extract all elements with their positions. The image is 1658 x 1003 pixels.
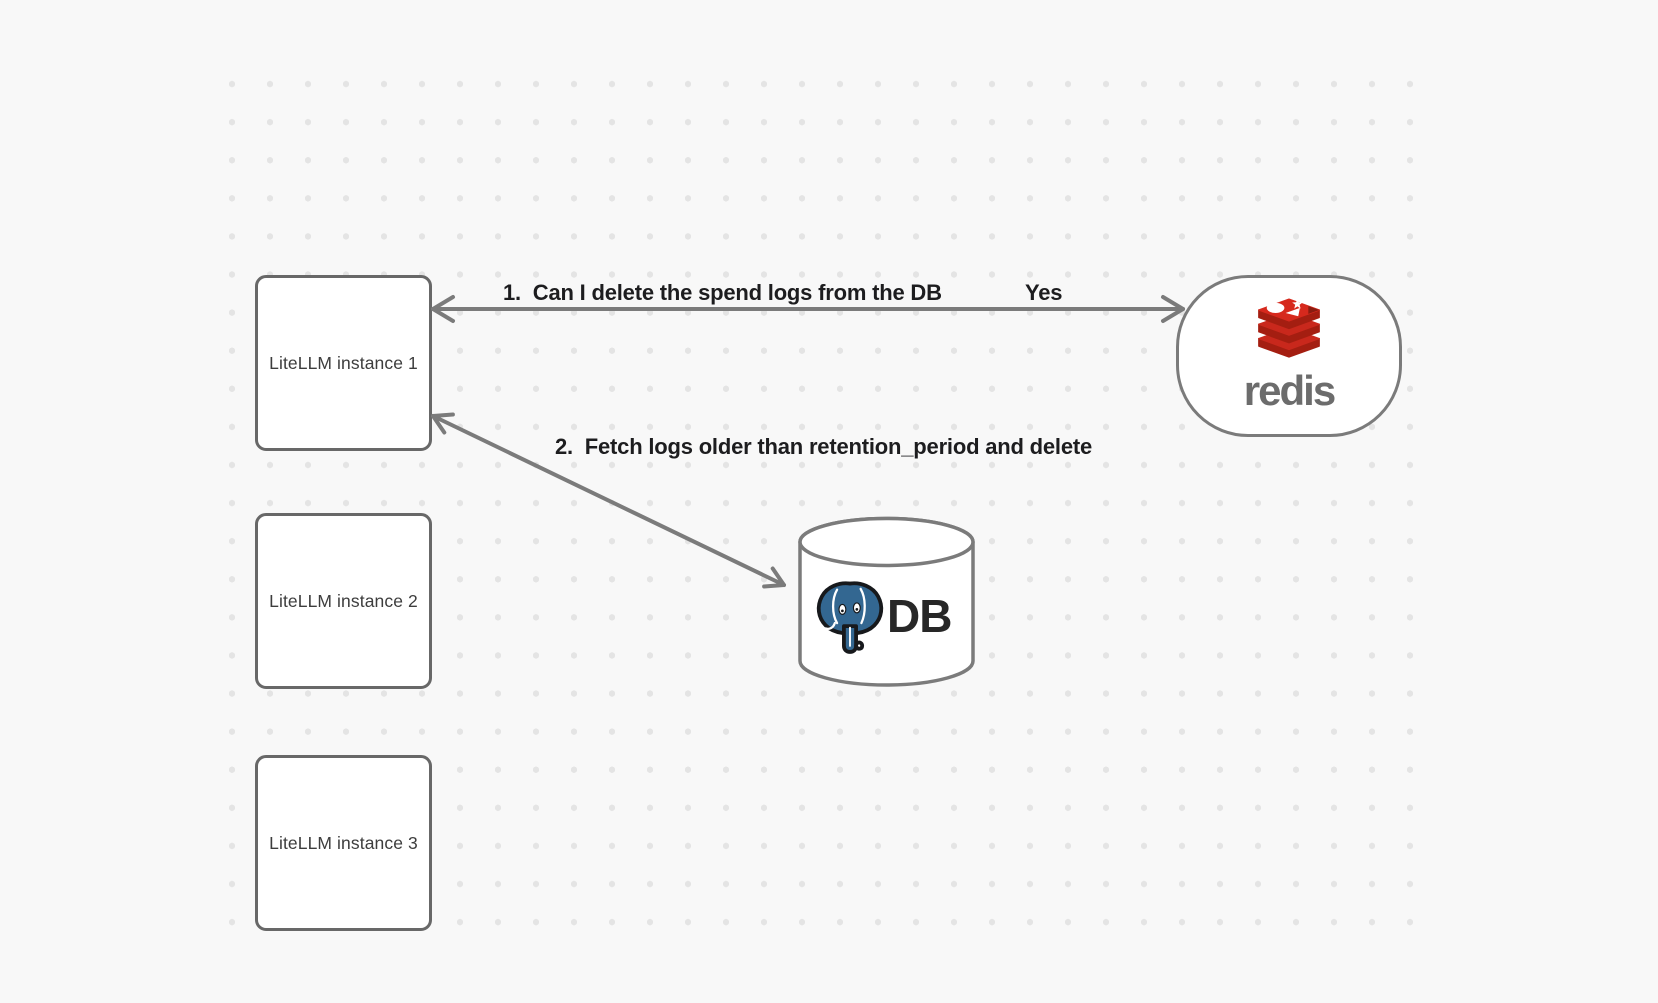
postgresql-elephant-icon [816,581,884,654]
elephant-right-eye [852,602,861,614]
edge-label-yes[interactable]: Yes [1025,280,1063,305]
node-litellm-instance-1[interactable]: LiteLLM instance 1 [255,275,432,451]
redis-star-shape [1292,298,1303,309]
node-label: LiteLLM instance 1 [269,352,418,373]
node-litellm-instance-2[interactable]: LiteLLM instance 2 [255,513,432,689]
edge-label-2[interactable]: 2. Fetch logs older than retention_perio… [555,434,1093,459]
edge-label-1[interactable]: 1. Can I delete the spend logs from the … [503,280,942,305]
node-redis[interactable]: redis [1176,275,1402,437]
node-litellm-instance-3[interactable]: LiteLLM instance 3 [255,755,432,931]
node-label: LiteLLM instance 2 [269,590,418,611]
redis-triangle-shape [1285,307,1300,317]
node-label: LiteLLM instance 3 [269,832,418,853]
redis-wordmark: redis [1243,367,1336,414]
redis-notch-shape [1308,306,1320,314]
redis-circle-shape [1266,302,1285,313]
redis-stack-icon [1258,298,1320,358]
elephant-left-eye [838,603,847,615]
db-label: DB [887,590,952,642]
node-database[interactable]: DB [798,516,975,688]
